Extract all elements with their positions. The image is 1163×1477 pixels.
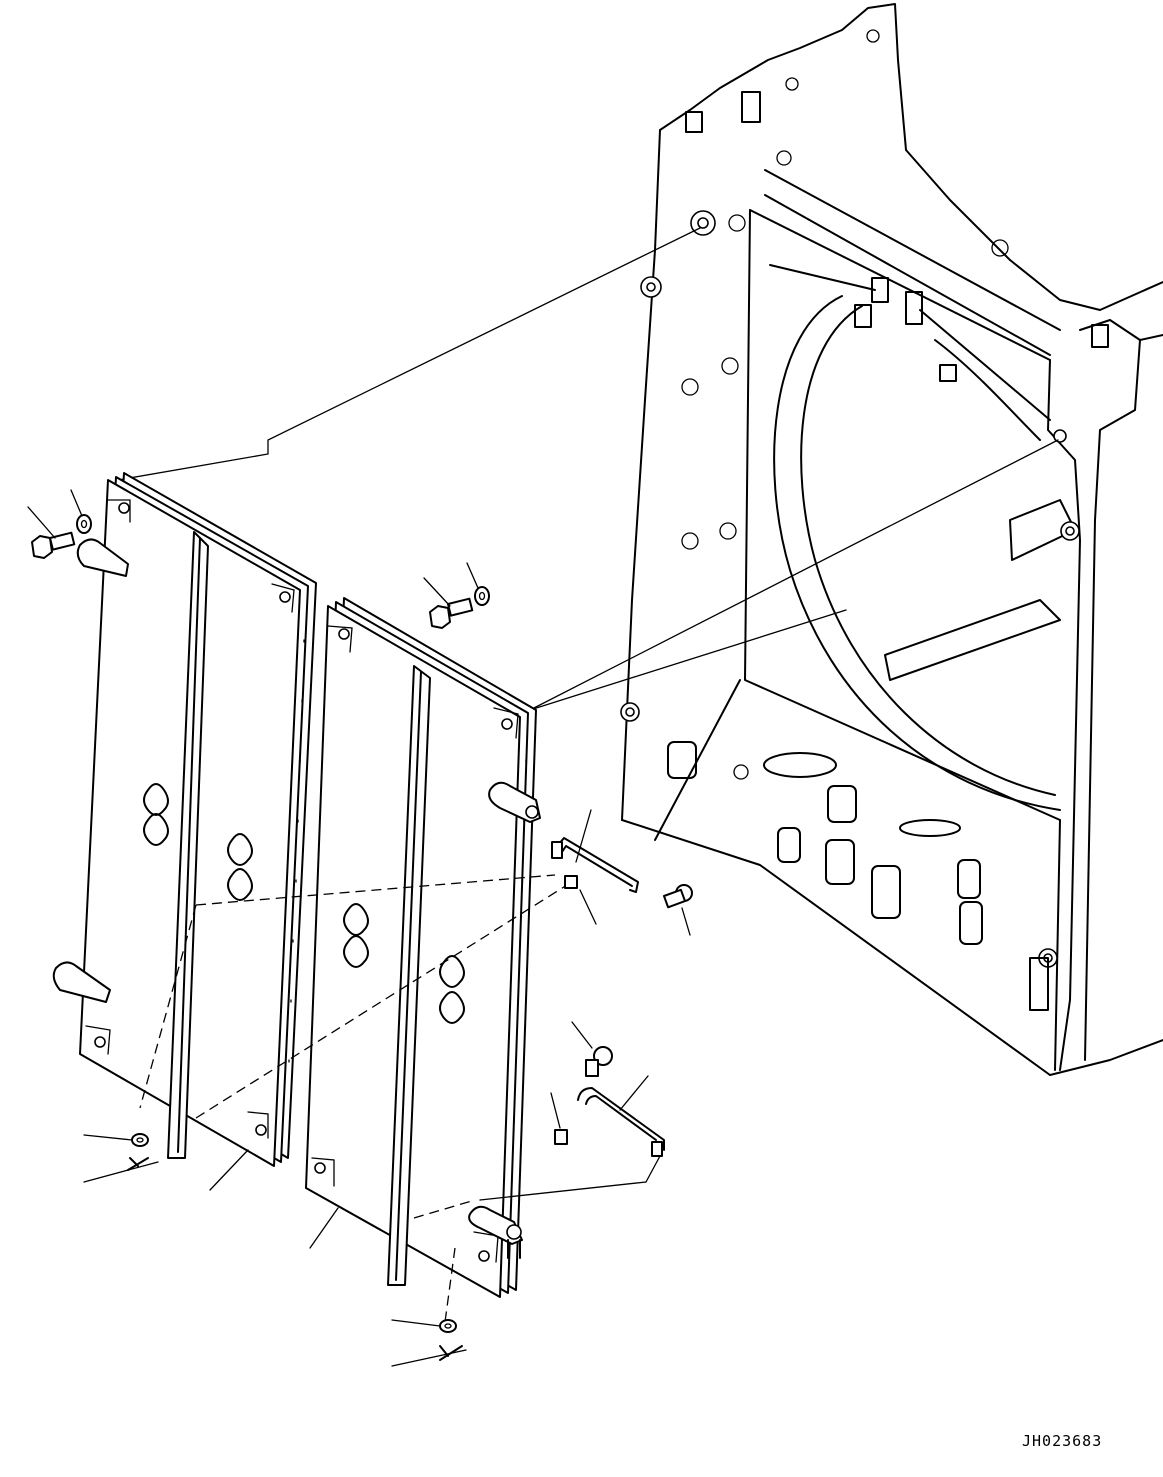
hardware <box>32 515 692 1360</box>
left-panel-rivets <box>289 640 304 1062</box>
frame-bolts <box>682 30 1008 779</box>
frame-lower-tabs <box>668 742 1048 1010</box>
assembly-dashed-lines <box>140 875 575 1322</box>
callout-leaders <box>28 490 690 1366</box>
screw-right <box>664 885 692 907</box>
left-panel-latches <box>54 539 128 1002</box>
machine-frame <box>621 4 1163 1075</box>
latch-rod-lower <box>578 1088 664 1150</box>
drawing-id-label: JH023683 <box>1022 1432 1103 1450</box>
right-grille-panel <box>306 598 540 1297</box>
bolt-top-left <box>32 533 74 558</box>
pin-bottom-left <box>128 1158 148 1170</box>
right-panel-latches <box>469 783 540 1258</box>
washer-bottom-right <box>440 1320 456 1332</box>
frame-top-brackets <box>686 92 1108 381</box>
washer-bottom-left <box>132 1134 148 1146</box>
alignment-lines <box>118 228 1058 710</box>
washer-top-left <box>77 515 91 533</box>
bolt-top-right <box>430 599 472 628</box>
clip-lower <box>555 1130 567 1144</box>
panel-logo-marks <box>144 784 252 900</box>
panel-logo-marks-right <box>344 904 464 1023</box>
washer-top-right <box>475 587 489 605</box>
screw-lower <box>586 1047 612 1076</box>
frame-outline <box>660 4 1163 310</box>
fan-shroud <box>774 296 1060 810</box>
clip-upper <box>565 876 577 888</box>
left-grille-panel <box>54 473 316 1166</box>
latch-rod-upper <box>558 838 638 892</box>
frame-mount-holes <box>621 211 1079 967</box>
right-panel-rivets <box>512 760 526 1182</box>
